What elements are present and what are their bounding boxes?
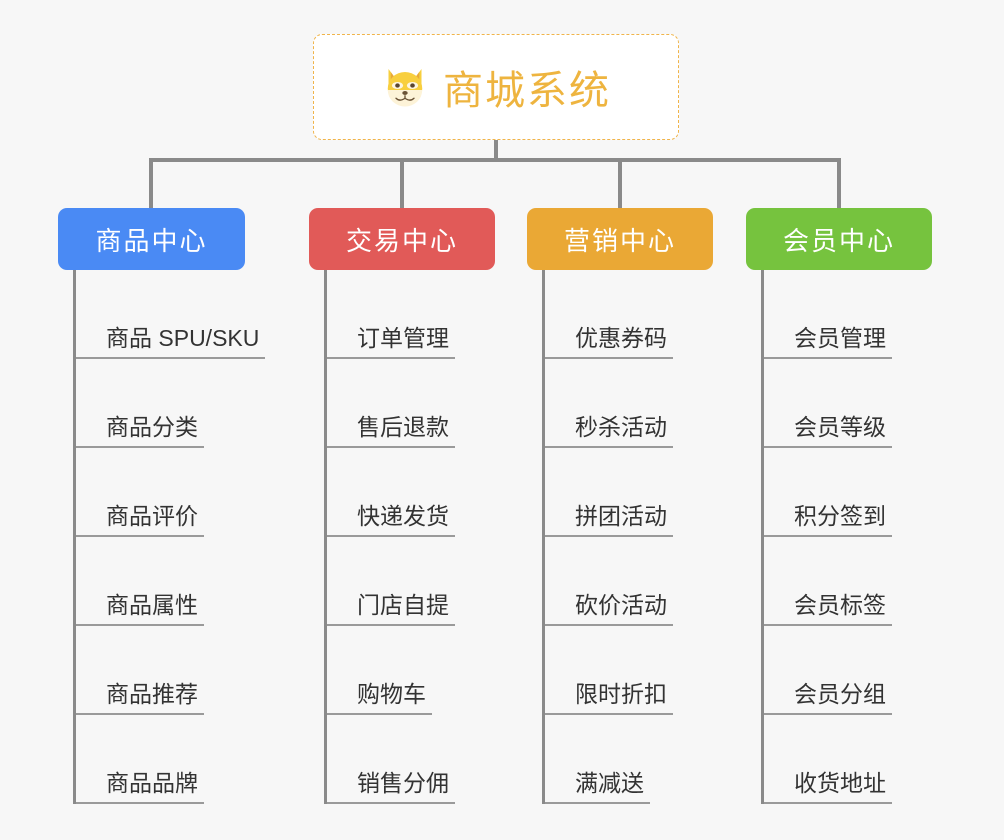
leaf-label: 门店自提 xyxy=(327,592,455,626)
leaf-item[interactable]: 商品 SPU/SKU xyxy=(76,270,266,359)
leaf-label: 砍价活动 xyxy=(545,592,673,626)
connector-drop-2 xyxy=(400,158,404,210)
root-node-title: 商城系统 xyxy=(443,69,611,113)
leaf-item[interactable]: 商品分类 xyxy=(76,359,245,448)
branch-header-2[interactable]: 交易中心 xyxy=(309,208,495,270)
leaf-item[interactable]: 秒杀活动 xyxy=(545,359,713,448)
branch-column-1: 商品中心 商品 SPU/SKU 商品分类 商品评价 商品属性 商品推荐 商品品牌 xyxy=(58,208,266,804)
leaf-item[interactable]: 销售分佣 xyxy=(327,715,495,804)
branch-body-3: 优惠券码 秒杀活动 拼团活动 砍价活动 限时折扣 满减送 xyxy=(542,270,713,804)
leaf-label: 秒杀活动 xyxy=(545,414,673,448)
branch-column-4: 会员中心 会员管理 会员等级 积分签到 会员标签 会员分组 收货地址 xyxy=(746,208,932,804)
leaf-label: 购物车 xyxy=(327,681,432,715)
leaf-label: 限时折扣 xyxy=(545,681,673,715)
branch-header-4-label: 会员中心 xyxy=(782,225,895,256)
leaf-item[interactable]: 优惠券码 xyxy=(545,270,713,359)
connector-root-stem xyxy=(494,140,498,162)
leaf-item[interactable]: 商品评价 xyxy=(76,448,245,537)
branch-header-3-label: 营销中心 xyxy=(563,225,676,256)
leaf-item[interactable]: 会员分组 xyxy=(764,626,932,715)
leaf-label: 商品分类 xyxy=(76,414,204,448)
leaf-item[interactable]: 会员标签 xyxy=(764,537,932,626)
leaf-item[interactable]: 限时折扣 xyxy=(545,626,713,715)
leaf-label: 商品 SPU/SKU xyxy=(76,325,266,359)
leaf-label: 售后退款 xyxy=(327,414,455,448)
shiba-dog-face-icon xyxy=(381,63,429,111)
branch-body-1: 商品 SPU/SKU 商品分类 商品评价 商品属性 商品推荐 商品品牌 xyxy=(73,270,266,804)
leaf-item[interactable]: 收货地址 xyxy=(764,715,932,804)
branch-body-4: 会员管理 会员等级 积分签到 会员标签 会员分组 收货地址 xyxy=(761,270,932,804)
leaf-label: 商品属性 xyxy=(76,592,204,626)
leaf-item[interactable]: 订单管理 xyxy=(327,270,495,359)
leaf-label: 会员标签 xyxy=(764,592,892,626)
leaf-label: 商品评价 xyxy=(76,503,204,537)
leaf-label: 满减送 xyxy=(545,770,650,804)
branch-column-2: 交易中心 订单管理 售后退款 快递发货 门店自提 购物车 销售分佣 xyxy=(309,208,495,804)
leaf-item[interactable]: 积分签到 xyxy=(764,448,932,537)
leaf-item[interactable]: 砍价活动 xyxy=(545,537,713,626)
branch-header-3[interactable]: 营销中心 xyxy=(527,208,713,270)
branch-header-1-label: 商品中心 xyxy=(95,225,208,256)
leaf-label: 拼团活动 xyxy=(545,503,673,537)
leaf-label: 积分签到 xyxy=(764,503,892,537)
leaf-label: 商品品牌 xyxy=(76,770,204,804)
branch-column-3: 营销中心 优惠券码 秒杀活动 拼团活动 砍价活动 限时折扣 满减送 xyxy=(527,208,713,804)
leaf-item[interactable]: 商品属性 xyxy=(76,537,245,626)
leaf-item[interactable]: 门店自提 xyxy=(327,537,495,626)
root-node-shop-system[interactable]: 商城系统 xyxy=(313,34,679,140)
leaf-label: 会员等级 xyxy=(764,414,892,448)
leaf-label: 收货地址 xyxy=(764,770,892,804)
leaf-label: 商品推荐 xyxy=(76,681,204,715)
branch-header-1[interactable]: 商品中心 xyxy=(58,208,245,270)
connector-drop-4 xyxy=(837,158,841,210)
branch-header-4[interactable]: 会员中心 xyxy=(746,208,932,270)
leaf-item[interactable]: 拼团活动 xyxy=(545,448,713,537)
leaf-item[interactable]: 售后退款 xyxy=(327,359,495,448)
leaf-item[interactable]: 快递发货 xyxy=(327,448,495,537)
leaf-item[interactable]: 购物车 xyxy=(327,626,495,715)
leaf-label: 会员分组 xyxy=(764,681,892,715)
leaf-label: 快递发货 xyxy=(327,503,455,537)
leaf-item[interactable]: 会员等级 xyxy=(764,359,932,448)
leaf-item[interactable]: 满减送 xyxy=(545,715,713,804)
leaf-label: 订单管理 xyxy=(327,325,455,359)
leaf-label: 会员管理 xyxy=(764,325,892,359)
connector-drop-3 xyxy=(618,158,622,210)
connector-drop-1 xyxy=(149,158,153,210)
leaf-label: 销售分佣 xyxy=(327,770,455,804)
leaf-item[interactable]: 会员管理 xyxy=(764,270,932,359)
leaf-item[interactable]: 商品品牌 xyxy=(76,715,245,804)
branch-header-2-label: 交易中心 xyxy=(345,225,458,256)
branch-body-2: 订单管理 售后退款 快递发货 门店自提 购物车 销售分佣 xyxy=(324,270,495,804)
leaf-label: 优惠券码 xyxy=(545,325,673,359)
connector-horizontal-bus xyxy=(149,158,841,162)
leaf-item[interactable]: 商品推荐 xyxy=(76,626,245,715)
